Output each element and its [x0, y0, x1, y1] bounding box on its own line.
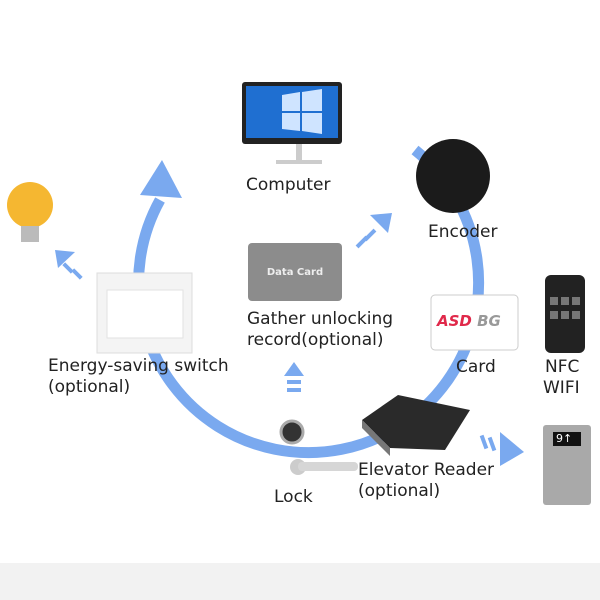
- arrow-up-icon: [284, 362, 304, 392]
- data-card-image: [248, 243, 342, 301]
- encoder-image: [416, 139, 490, 213]
- phone-image: [545, 275, 585, 353]
- gather-label-1: Gather unlocking: [247, 309, 394, 329]
- computer-label: Computer: [246, 175, 331, 195]
- encoder-label: Encoder: [428, 222, 498, 242]
- card-brand-text: ASD: [437, 312, 472, 330]
- arrow-to-elevator-icon: [479, 432, 524, 466]
- elevator-panel-image: [543, 425, 591, 505]
- card-label: Card: [456, 357, 496, 377]
- cycle-arrowhead: [140, 160, 182, 198]
- elevator-reader-image: [362, 395, 470, 456]
- elevator-display: 9↑: [556, 432, 573, 445]
- arrow-to-bulb-icon: [55, 250, 83, 280]
- nfc-label: NFC: [545, 357, 580, 377]
- elevator-label-2: (optional): [358, 481, 441, 501]
- gather-label-2: record(optional): [247, 330, 384, 350]
- lock-image: [279, 419, 358, 475]
- elevator-label-1: Elevator Reader: [358, 460, 495, 480]
- card-image: [430, 294, 519, 351]
- wifi-label: WIFI: [543, 378, 580, 398]
- footer-band: [0, 563, 600, 600]
- card-brand-suffix: BG: [477, 312, 501, 330]
- energy-switch-image: [96, 272, 193, 354]
- card-brand: ASD BG: [437, 312, 501, 330]
- bulb-image: [7, 182, 53, 242]
- data-card-text: Data Card: [266, 266, 324, 278]
- energy-label-2: (optional): [48, 377, 131, 397]
- arrow-to-datacard-icon: [355, 213, 392, 249]
- computer-image: [242, 82, 342, 164]
- energy-label-1: Energy-saving switch: [48, 356, 229, 376]
- lock-label: Lock: [274, 487, 313, 507]
